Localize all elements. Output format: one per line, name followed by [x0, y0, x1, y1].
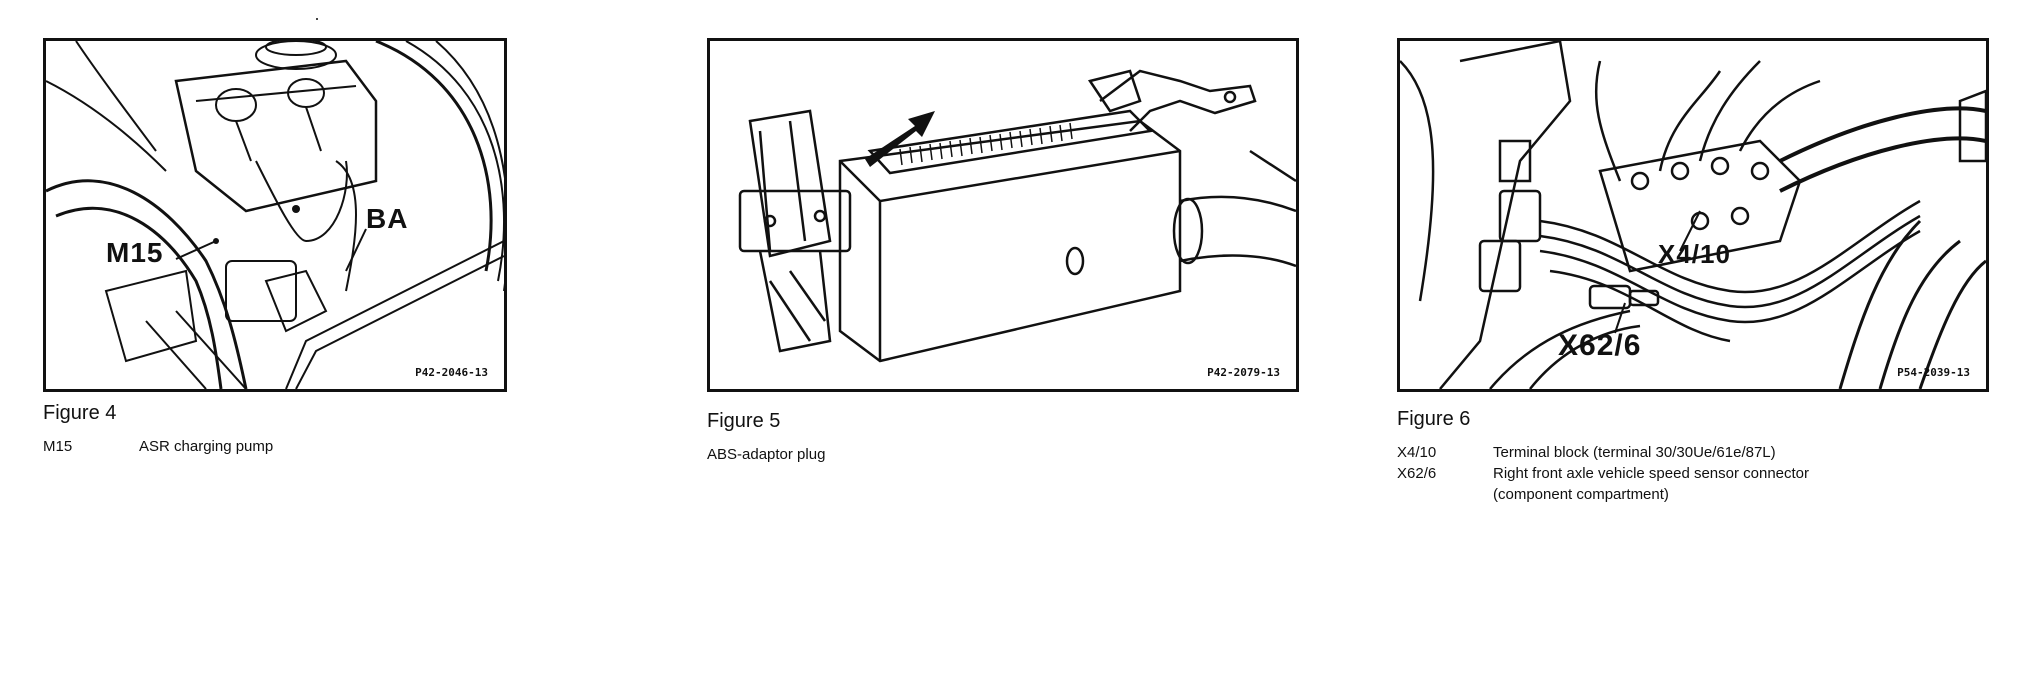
legend-description: ASR charging pump	[139, 438, 274, 455]
legend-code: X62/6	[1397, 465, 1437, 482]
legend-description: Right front axle vehicle speed sensor co…	[1493, 465, 1810, 482]
legend-code: M15	[43, 438, 73, 455]
legend-code: X4/10	[1397, 444, 1437, 461]
scan-speck	[316, 18, 318, 20]
figure-5-caption-block: ABS-adaptor plug	[707, 444, 1177, 465]
legend-row: (component compartment)	[1397, 484, 1963, 505]
figure-4-illustration	[46, 41, 504, 389]
legend-row: X4/10 Terminal block (terminal 30/30Ue/6…	[1397, 442, 1963, 463]
legend-row: X62/6 Right front axle vehicle speed sen…	[1397, 463, 1963, 484]
figure-5-caption: ABS-adaptor plug	[707, 446, 826, 463]
legend-description: (component compartment)	[1493, 486, 1669, 503]
figure-4-photo: M15 BA P42-2046-13	[43, 38, 507, 392]
figure-6-illustration	[1400, 41, 1986, 389]
photo-reference-code: P42-2046-13	[415, 366, 488, 379]
callout-x62-6: X62/6	[1558, 329, 1642, 362]
photo-reference-code: P54-2039-13	[1897, 366, 1970, 379]
figure-4-title: Figure 4	[43, 402, 117, 424]
callout-ba: BA	[366, 203, 409, 234]
legend-row: M15 ASR charging pump	[43, 436, 609, 457]
figure-6-title: Figure 6	[1397, 408, 1471, 430]
figure-5-photo: P42-2079-13	[707, 38, 1299, 392]
figure-5-illustration	[738, 69, 1296, 363]
figure-5-title: Figure 5	[707, 410, 781, 432]
legend-code	[1397, 484, 1493, 505]
callout-x4-10: X4/10	[1658, 239, 1731, 269]
figure-4-legend: M15 ASR charging pump	[43, 436, 609, 457]
photo-reference-code: P42-2079-13	[1207, 366, 1280, 379]
callout-m15: M15	[106, 237, 164, 268]
legend-description: Terminal block (terminal 30/30Ue/61e/87L…	[1493, 444, 1776, 461]
figure-6-photo: X4/10 X62/6 P54-2039-13	[1397, 38, 1989, 392]
figure-6-legend: X4/10 Terminal block (terminal 30/30Ue/6…	[1397, 442, 1963, 505]
